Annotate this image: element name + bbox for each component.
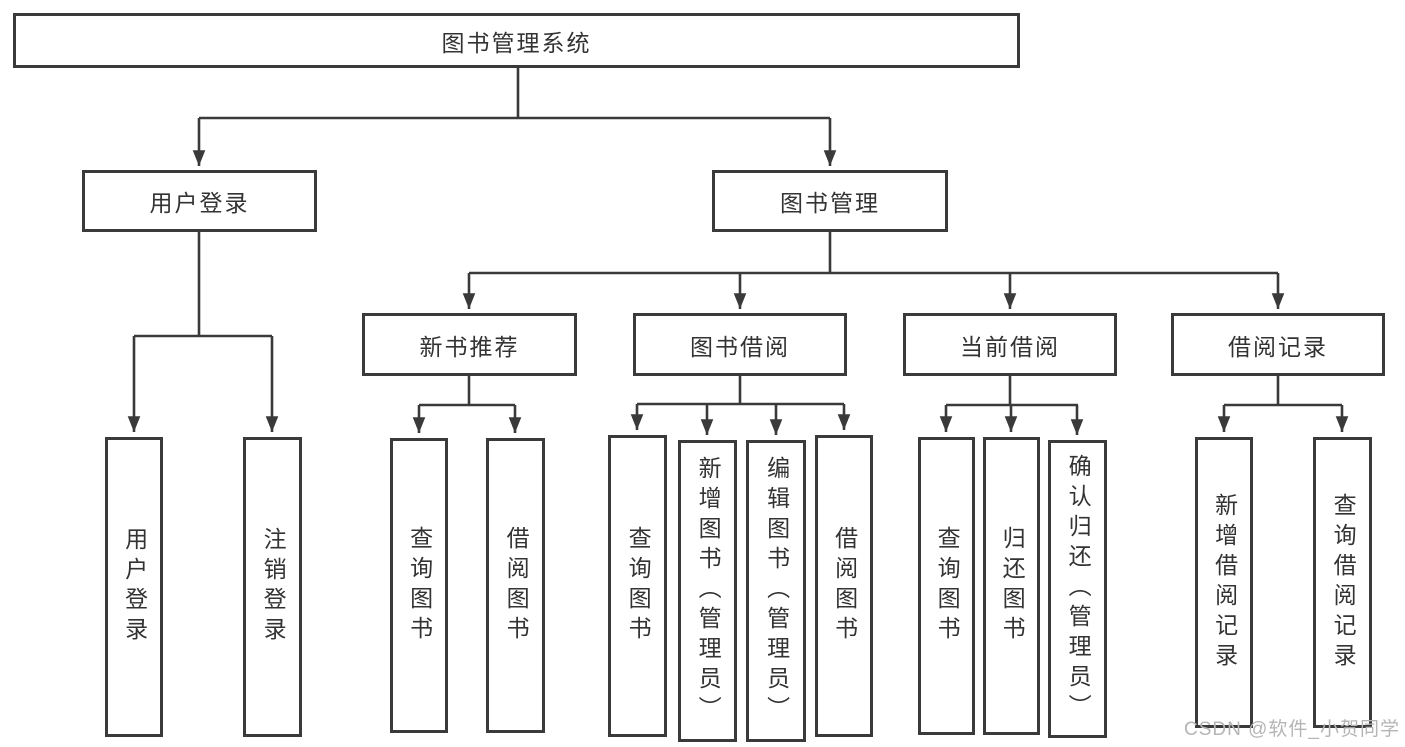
- node-new-book-recommend: 新书推荐: [362, 313, 577, 376]
- node-leaf-borrow-book-2: 借阅图书: [815, 435, 873, 737]
- node-leaf-return-book-label: 归还图书: [999, 526, 1026, 646]
- connector-arrow-lines: [127, 118, 1349, 435]
- node-leaf-logout-label: 注销登录: [260, 527, 287, 647]
- node-leaf-borrow-book-1-label: 借阅图书: [503, 525, 530, 646]
- node-leaf-borrow-book-1: 借阅图书: [486, 438, 545, 733]
- node-leaf-query-book-3: 查询图书: [918, 437, 975, 735]
- node-current-borrow: 当前借阅: [903, 313, 1117, 376]
- node-leaf-query-book-1: 查询图书: [390, 438, 448, 733]
- node-leaf-confirm-return-label: 确认归还（管理员）: [1065, 454, 1092, 724]
- node-leaf-query-record-label: 查询借阅记录: [1330, 492, 1357, 673]
- node-leaf-query-book-2-label: 查询图书: [625, 526, 652, 646]
- node-leaf-edit-book-label: 编辑图书（管理员）: [763, 456, 790, 726]
- node-root: 图书管理系统: [13, 13, 1020, 68]
- node-leaf-add-book-label: 新增图书（管理员）: [695, 456, 722, 726]
- node-leaf-logout: 注销登录: [243, 437, 302, 737]
- node-leaf-query-book-3-label: 查询图书: [934, 526, 961, 646]
- node-book-management: 图书管理: [712, 170, 948, 232]
- node-new-book-recommend-label: 新书推荐: [419, 333, 520, 360]
- node-leaf-add-record-label: 新增借阅记录: [1211, 492, 1238, 673]
- csdn-watermark: CSDN @软件_小贺同学: [1184, 719, 1400, 740]
- node-root-label: 图书管理系统: [441, 29, 592, 56]
- node-borrow-records: 借阅记录: [1171, 313, 1385, 376]
- node-book-management-label: 图书管理: [780, 190, 880, 216]
- node-leaf-add-book: 新增图书（管理员）: [678, 440, 737, 742]
- node-user-login-label: 用户登录: [149, 190, 250, 216]
- node-leaf-query-book-1-label: 查询图书: [406, 525, 433, 646]
- node-borrow-records-label: 借阅记录: [1228, 333, 1328, 360]
- node-leaf-edit-book: 编辑图书（管理员）: [746, 440, 806, 742]
- node-leaf-return-book: 归还图书: [983, 437, 1040, 735]
- node-leaf-borrow-book-2-label: 借阅图书: [831, 526, 858, 646]
- node-book-borrow: 图书借阅: [633, 313, 847, 376]
- node-leaf-add-record: 新增借阅记录: [1195, 437, 1253, 728]
- node-leaf-confirm-return: 确认归还（管理员）: [1048, 440, 1107, 738]
- node-leaf-user-login-label: 用户登录: [121, 527, 148, 647]
- node-user-login: 用户登录: [82, 170, 317, 232]
- node-current-borrow-label: 当前借阅: [960, 333, 1060, 360]
- node-book-borrow-label: 图书借阅: [690, 333, 790, 360]
- connector-trunk-lines: [134, 68, 1342, 407]
- node-leaf-query-book-2: 查询图书: [608, 435, 667, 737]
- node-leaf-query-record: 查询借阅记录: [1313, 437, 1372, 728]
- node-leaf-user-login: 用户登录: [105, 437, 163, 737]
